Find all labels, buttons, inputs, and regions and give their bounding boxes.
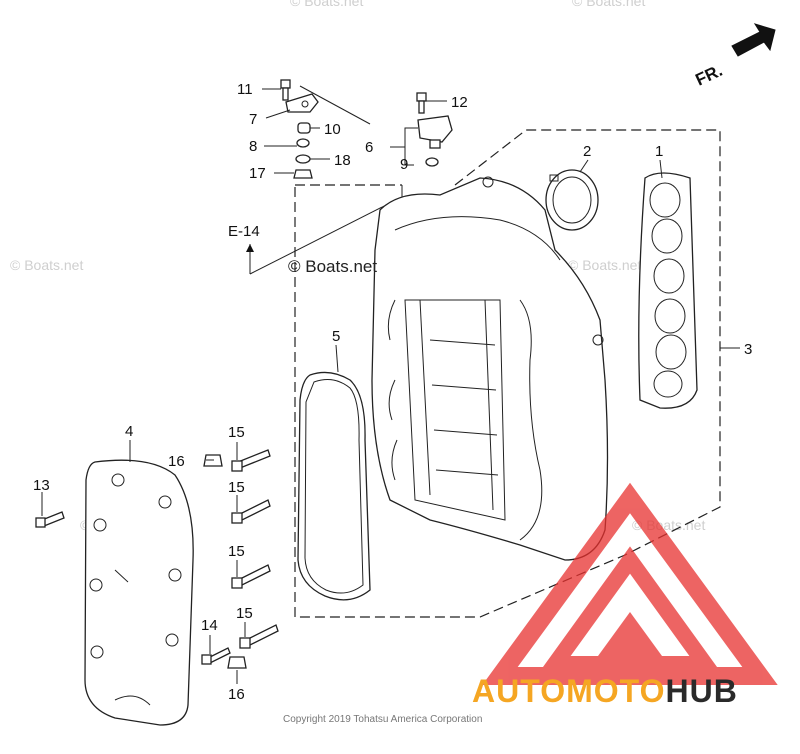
reference-e14: E-14 [228, 197, 401, 275]
callout-18: 18 [334, 152, 351, 169]
part-2-ring-seal [545, 169, 599, 231]
watermark-left: © Boats.net [10, 257, 83, 273]
triangle-logo-icon [482, 482, 778, 685]
reference-line [249, 197, 401, 275]
callout-5: 5 [332, 328, 340, 345]
intake-manifold [371, 176, 609, 561]
callout-10: 10 [324, 121, 341, 138]
watermark-right: © Boats.net [568, 257, 641, 273]
callout-16-a: 16 [168, 453, 185, 470]
callout-9: 9 [400, 156, 408, 173]
brand-part-1: AUTOMOTO [472, 673, 665, 709]
sensor-assembly [280, 79, 453, 179]
callout-15-b: 15 [228, 479, 245, 496]
copyright-footer: Copyright 2019 Tohatsu America Corporati… [283, 714, 482, 725]
callout-12: 12 [451, 94, 468, 111]
part-4-cover-plate [84, 459, 194, 726]
front-arrow-icon [731, 23, 776, 57]
callout-15-c: 15 [228, 543, 245, 560]
watermark-top-right: © Boats.net [572, 0, 645, 9]
callout-7: 7 [249, 111, 257, 128]
reference-label: E-14 [228, 223, 260, 240]
part-1-port-gasket [638, 172, 698, 409]
callout-6: 6 [365, 139, 373, 156]
part-5-cover-gasket [297, 371, 371, 601]
callout-2: 2 [583, 143, 591, 160]
callout-14: 14 [201, 617, 218, 634]
callout-17: 17 [249, 165, 266, 182]
front-direction-indicator: FR. [693, 23, 776, 90]
center-watermark: © Boats.net [288, 257, 377, 276]
callout-labels: 1 2 3 4 5 6 7 8 9 10 11 12 13 14 15 15 1… [33, 81, 752, 703]
assembly-boundary [294, 129, 721, 618]
callout-15-a: 15 [228, 424, 245, 441]
callout-3: 3 [744, 341, 752, 358]
brand-part-2: HUB [665, 673, 737, 709]
automotohub-logo: AUTOMOTOHUB [472, 482, 778, 709]
front-label: FR. [693, 61, 726, 90]
callout-1: 1 [655, 143, 663, 160]
callout-15-d: 15 [236, 605, 253, 622]
fasteners [35, 449, 279, 669]
callout-4: 4 [125, 423, 133, 440]
brand-wordmark: AUTOMOTOHUB [472, 673, 738, 709]
callout-11: 11 [237, 81, 253, 98]
callout-8: 8 [249, 138, 257, 155]
watermark-top-center: © Boats.net [290, 0, 363, 9]
callout-16-b: 16 [228, 686, 245, 703]
callout-13: 13 [33, 477, 50, 494]
leader-lines [41, 85, 663, 684]
reference-arrow-icon [246, 244, 254, 252]
